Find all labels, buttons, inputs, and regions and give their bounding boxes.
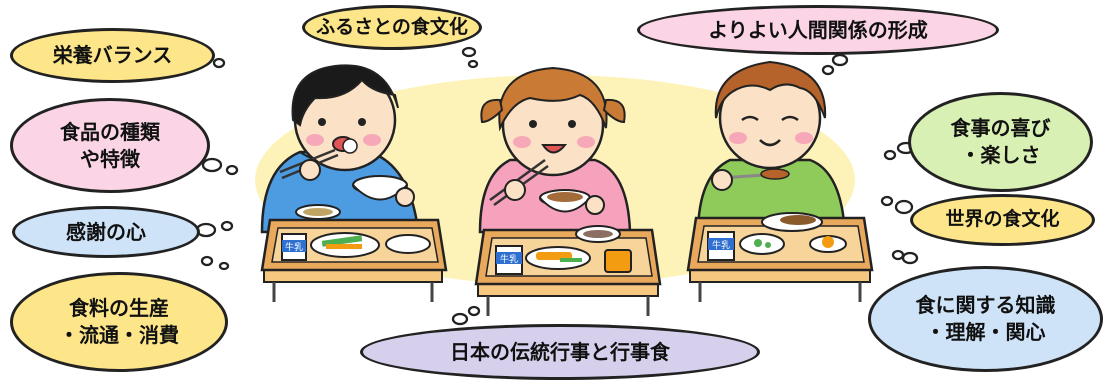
- bubble-text: よりよい人間関係の形成: [708, 17, 928, 42]
- bubble-furusato: ふるさとの食文化: [302, 5, 482, 50]
- bubble-text-line2: ・流通・消費: [59, 323, 179, 347]
- bubble-text-line2: ・楽しさ: [960, 143, 1041, 167]
- bubble-shokuhin: 食品の種類 や特徴: [10, 98, 210, 193]
- bubble-ningen-kankei: よりよい人間関係の形成: [637, 5, 999, 55]
- bubble-text-line2: ・理解・関心: [925, 320, 1046, 344]
- bubble-text: 感謝の心: [66, 219, 146, 244]
- bubble-text: 世界の食文化: [945, 208, 1060, 231]
- bubble-shokuryo: 食料の生産 ・流通・消費: [10, 272, 228, 372]
- bubble-text-line2: や特徴: [80, 146, 140, 171]
- bubble-text: 栄養バランス: [52, 43, 173, 67]
- table-right: 牛乳: [686, 212, 874, 302]
- bubble-text-line1: 食に関する知識: [915, 293, 1056, 317]
- girl-center-figure: [478, 66, 632, 234]
- table-left: 牛乳: [260, 204, 448, 302]
- bubble-text-line1: 食料の生産: [69, 296, 169, 320]
- bubble-eiyou-balance: 栄養バランス: [10, 28, 215, 83]
- milk-label-left: 牛乳: [285, 241, 303, 253]
- table-center: 牛乳: [474, 225, 662, 316]
- bubble-text-line1: 食品の種類: [60, 119, 160, 144]
- milk-label-right: 牛乳: [712, 239, 730, 251]
- bubble-text: ふるさとの食文化: [316, 15, 468, 38]
- bubble-yorokobi: 食事の喜び ・楽しさ: [908, 92, 1093, 192]
- bubble-kansha: 感謝の心: [12, 206, 200, 258]
- milk-label-center: 牛乳: [500, 253, 518, 265]
- boy-left-figure: [260, 64, 420, 234]
- bubble-text-line1: 食事の喜び: [950, 116, 1051, 140]
- bubble-gyoji: 日本の伝統行事と行事食: [360, 324, 760, 380]
- bubble-text: 日本の伝統行事と行事食: [450, 339, 670, 364]
- bubble-chishiki: 食に関する知識 ・理解・関心: [868, 266, 1103, 372]
- bubble-sekai: 世界の食文化: [910, 194, 1095, 246]
